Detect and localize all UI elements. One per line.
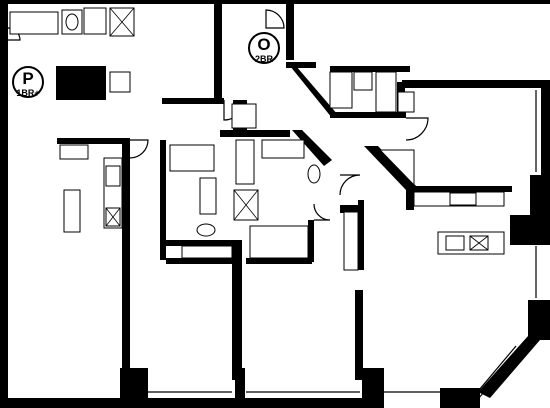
unit-type-o: 2BR xyxy=(255,54,274,64)
fixtures xyxy=(9,7,505,271)
unit-label-o: O 2BR xyxy=(248,32,280,64)
interior-walls xyxy=(56,62,512,380)
unit-label-p: P 1BR+ xyxy=(12,66,44,98)
unit-letter-p: P xyxy=(22,69,33,88)
unit-type-p: 1BR+ xyxy=(16,88,39,98)
unit-letter-o: O xyxy=(257,35,270,54)
door-swings xyxy=(7,9,429,221)
bay-window xyxy=(473,336,540,400)
windows xyxy=(140,90,537,393)
